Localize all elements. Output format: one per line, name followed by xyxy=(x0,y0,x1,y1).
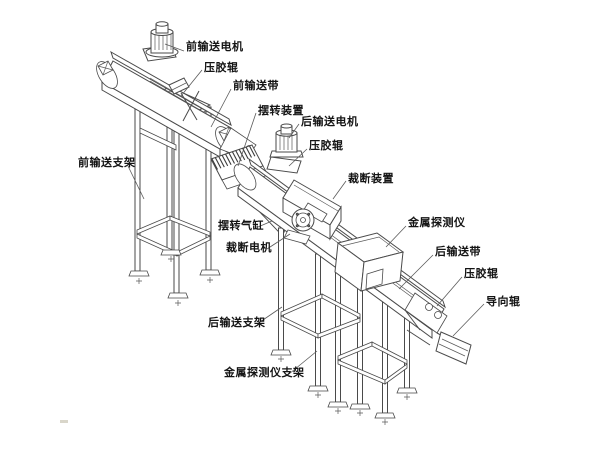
label-front-conveyor-support: 前输送支架 xyxy=(78,156,136,169)
guide-roller-part xyxy=(435,331,472,365)
label-cutting-motor: 裁断电机 xyxy=(226,241,272,254)
front-pressure-roller-assembly xyxy=(168,77,200,122)
label-guide-roller: 导向辊 xyxy=(486,295,521,308)
label-metal-detector-support: 金属探测仪支架 xyxy=(224,366,305,379)
label-rear-conveyor-motor: 后输送电机 xyxy=(301,115,359,128)
label-front-pressure-roller: 压胶辊 xyxy=(204,61,239,74)
cutting-motor-part xyxy=(283,202,328,245)
label-rear-conveyor-support: 后输送支架 xyxy=(208,316,266,329)
label-metal-detector: 金属探测仪 xyxy=(408,216,466,229)
label-rear-conveyor-belt: 后输送带 xyxy=(435,245,481,258)
leader-lines xyxy=(127,43,485,375)
label-front-conveyor-belt: 前输送带 xyxy=(233,79,279,92)
metal-detector-block xyxy=(334,232,405,292)
label-swing-device: 摆转装置 xyxy=(258,104,304,117)
label-cutting-device: 裁断装置 xyxy=(348,172,394,185)
label-rear-end-pressure-roller: 压胶辊 xyxy=(464,267,499,280)
rear-motor xyxy=(266,123,304,174)
print-artifact xyxy=(60,420,68,423)
label-swing-cylinder: 摆转气缸 xyxy=(218,219,264,232)
label-front-conveyor-motor: 前输送电机 xyxy=(186,40,244,53)
front-motor xyxy=(142,21,179,62)
label-rear-top-pressure-roller: 压胶辊 xyxy=(309,139,344,152)
